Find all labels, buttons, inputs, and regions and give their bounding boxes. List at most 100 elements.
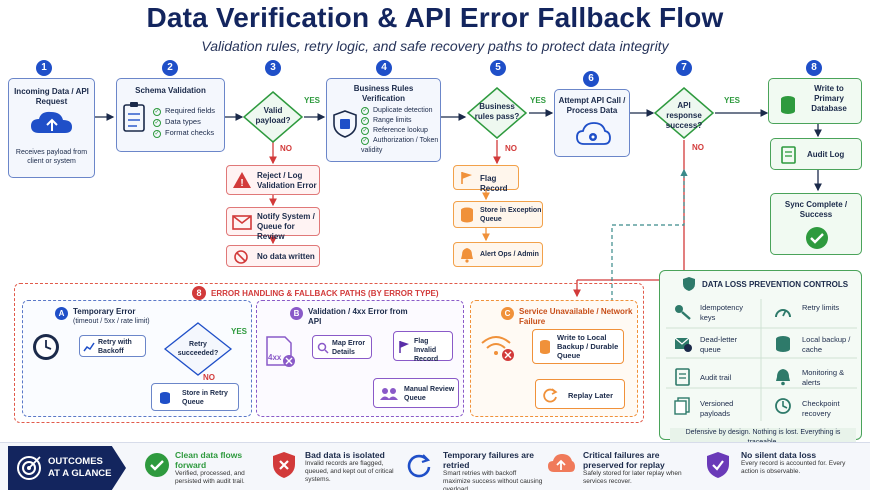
no-data-box: No data written	[226, 245, 320, 267]
clock-icon	[33, 334, 59, 360]
dlp-item: Local backup / cache	[802, 335, 851, 354]
primary-db-box: Write to Primary Database	[768, 78, 862, 124]
database-icon	[160, 392, 170, 404]
reject-log-label: Reject / Log Validation Error	[257, 171, 317, 190]
decision-diamond-7	[653, 87, 715, 139]
document-icon	[675, 368, 690, 386]
dlp-panel: DATA LOSS PREVENTION CONTROLS Idempotenc…	[659, 270, 862, 448]
retry-queue-label: Store in Retry Queue	[182, 390, 228, 406]
badge-a: A	[55, 307, 68, 320]
step-number-4: 4	[376, 60, 392, 76]
replay-later-box: Replay Later	[535, 379, 625, 409]
database-icon	[776, 336, 790, 352]
clipboard-icon	[123, 102, 145, 132]
error-handling-title: ERROR HANDLING & FALLBACK PATHS (BY ERRO…	[211, 288, 439, 298]
error-code-label: 4xx	[268, 353, 282, 362]
retry-yes: YES	[231, 327, 248, 336]
target-icon	[17, 456, 41, 480]
dlp-item: Dead-letter queue	[700, 335, 738, 354]
audit-log-box: Audit Log	[770, 138, 862, 170]
error-handling-header: 8 ERROR HANDLING & FALLBACK PATHS (BY ER…	[188, 286, 443, 300]
cloud-upload-icon	[31, 111, 72, 133]
database-icon	[540, 340, 550, 354]
api-call-title: Attempt API Call / Process Data	[558, 96, 626, 115]
primary-db-title: Write to Primary Database	[811, 84, 847, 113]
api-call-box: Attempt API Call / Process Data	[554, 89, 630, 157]
temporary-error-sub: (timeout / 5xx / rate limit)	[73, 318, 150, 325]
retry-queue-box: Store in Retry Queue	[151, 383, 239, 411]
dlp-title: DATA LOSS PREVENTION CONTROLS	[702, 280, 849, 289]
business-rules-box: Business Rules Verification ✓Duplicate d…	[326, 78, 441, 162]
refresh-icon	[407, 454, 431, 478]
bell-icon	[461, 248, 473, 263]
reject-log-box: ! Reject / Log Validation Error	[226, 165, 320, 195]
business-rules-title: Business Rules Verification	[353, 84, 414, 103]
schema-validation-box: Schema Validation ✓Required fields ✓Data…	[116, 78, 225, 152]
page-title: Data Verification & API Error Fallback F…	[146, 2, 724, 33]
mail-icon	[232, 215, 252, 230]
step-number-1: 1	[36, 60, 52, 76]
shield-icon	[683, 277, 695, 291]
step-number-3: 3	[265, 60, 281, 76]
map-error-box: Map Error Details	[312, 335, 372, 359]
check-item: ✓Range limits	[361, 117, 412, 125]
error-file-icon	[266, 336, 295, 367]
step-number-5: 5	[490, 60, 506, 76]
outcomes-bar	[0, 442, 870, 490]
outcomes-label-block: OUTCOMES AT A GLANCE	[8, 446, 126, 490]
decision-diamond-3	[242, 91, 304, 143]
outcome-title: No silent data loss	[741, 450, 817, 460]
incoming-data-desc: Receives payload from client or system	[15, 149, 88, 165]
local-backup-box: Write to Local Backup / Durable Queue	[532, 329, 624, 364]
wifi-error-icon	[481, 336, 514, 361]
step-number-8: 8	[806, 60, 822, 76]
bell-icon	[776, 369, 790, 386]
step-number-7: 7	[676, 60, 692, 76]
shield-doc-icon	[333, 110, 357, 138]
versions-icon	[674, 397, 690, 415]
outcomes-label-line2: AT A GLANCE	[48, 468, 112, 479]
cloud-gear-icon	[576, 122, 611, 145]
retry-backoff-box: Retry with Backoff	[79, 335, 146, 357]
no-label-5: NO	[505, 144, 517, 153]
outcomes-label-line1: OUTCOMES	[48, 456, 103, 467]
flag-record-label: Flag Record	[480, 174, 508, 193]
retry-backoff-label: Retry with Backoff	[98, 339, 132, 355]
warning-icon: !	[233, 172, 251, 189]
outcome-item: Clean data flows forward Verified, proce…	[175, 450, 265, 486]
badge-b: B	[290, 307, 303, 320]
check-item: ✓Authorization / Token validity	[361, 137, 439, 154]
local-backup-label: Write to Local Backup / Durable Queue	[557, 333, 619, 360]
flag-invalid-label: Flag Invalid Record	[414, 338, 439, 363]
retry-no: NO	[203, 373, 215, 382]
sync-complete-box: Sync Complete / Success	[770, 193, 862, 255]
dlp-item: Audit trail	[700, 373, 732, 382]
dlp-item: Retry limits	[802, 303, 840, 312]
outcome-title: Critical failures are preserved for repl…	[583, 450, 665, 470]
incoming-data-box: Incoming Data / API Request Receives pay…	[8, 78, 95, 178]
outcome-desc: Safely stored for later replay when serv…	[583, 470, 682, 485]
dlp-item: Checkpoint recovery	[802, 399, 840, 418]
check-circle-icon	[806, 227, 828, 249]
incoming-data-title: Incoming Data / API Request	[14, 87, 89, 106]
dlp-item: Idempotency keys	[700, 303, 743, 322]
outcome-item: No silent data loss Every record is acco…	[741, 450, 861, 476]
check-item: ✓Format checks	[153, 128, 215, 138]
outcome-desc: Every record is accounted for. Every act…	[741, 460, 846, 475]
outcome-desc: Verified, processed, and persisted with …	[175, 470, 245, 485]
check-item: ✓Reference lookup	[361, 127, 428, 135]
outcomes-label: OUTCOMES AT A GLANCE	[48, 456, 112, 480]
outcome-title: Bad data is isolated	[305, 450, 385, 460]
dlp-item: Versioned payloads	[700, 399, 734, 418]
replay-later-label: Replay Later	[568, 391, 614, 400]
outcome-desc: Invalid records are flagged, queued, and…	[305, 460, 394, 483]
magnifier-icon	[317, 342, 329, 354]
manual-review-label: Manual Review Queue	[404, 386, 455, 402]
service-unavailable-panel: C Service Unavailable / Network Failure …	[470, 300, 638, 417]
check-item: ✓Required fields	[153, 106, 216, 116]
validation-error-title: Validation / 4xx Error from API	[308, 307, 408, 326]
chart-icon	[83, 342, 95, 352]
temporary-error-title: Temporary Error	[73, 307, 136, 316]
outcome-item: Temporary failures are retried Smart ret…	[443, 450, 543, 490]
